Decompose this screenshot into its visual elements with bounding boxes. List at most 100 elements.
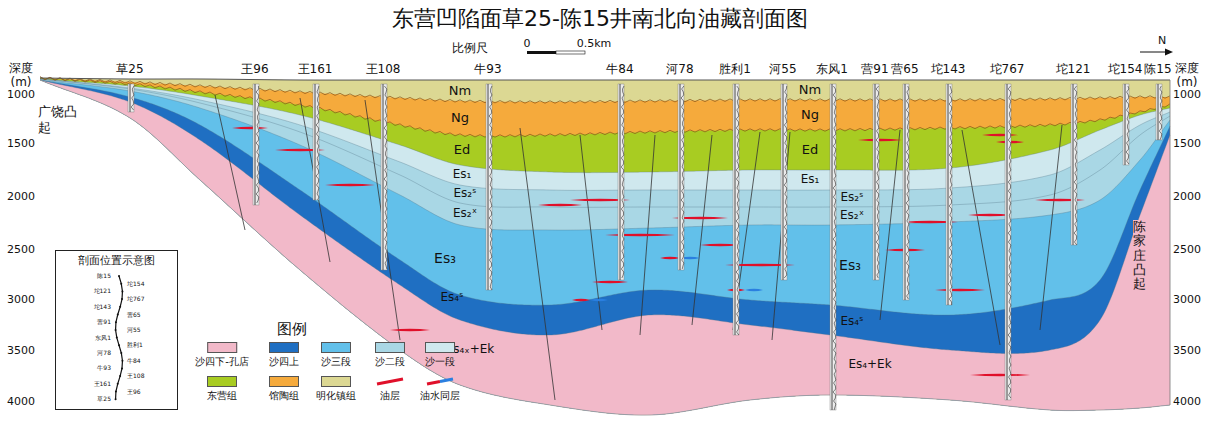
- layer-label: Es₂ˣ: [453, 207, 477, 221]
- scale-bar-empty: [556, 51, 585, 54]
- basement-outline: [40, 80, 1170, 415]
- well-column: [733, 84, 739, 335]
- fault-line: [520, 128, 555, 400]
- inset-well-name: 东风1: [95, 334, 111, 341]
- depth-label: 4000: [1173, 396, 1201, 409]
- inset-well-dot: [117, 314, 119, 316]
- legend-item: 油水同层: [420, 376, 460, 402]
- depth-label: 3500: [1173, 345, 1201, 358]
- scale-label: 比例尺: [452, 42, 488, 56]
- well-bore: [735, 84, 736, 335]
- inset-well-dot: [117, 383, 119, 385]
- well-bore: [1073, 84, 1074, 245]
- inset-well-name: 坨121: [94, 288, 111, 295]
- well-column: [781, 84, 787, 280]
- strata: [40, 77, 1170, 415]
- legend-swatch: [269, 342, 299, 353]
- legend-item: 油层: [375, 376, 405, 402]
- oil-layer: [858, 139, 902, 142]
- legend-text: 油层: [380, 390, 400, 402]
- unconformity-line: [40, 77, 1170, 103]
- oil-layer: [1035, 199, 1085, 202]
- ground-surface: [40, 78, 1170, 80]
- oil-layer: [592, 281, 628, 284]
- water-sample: [440, 379, 453, 382]
- inset-route: [116, 276, 123, 399]
- stratum-fill: [40, 79, 1170, 415]
- uplift-label: 广饶凸起: [38, 104, 80, 135]
- layer-label: Es₂ˣ: [840, 209, 864, 223]
- inset-well-name: 营65: [127, 311, 141, 318]
- well-bore: [832, 84, 833, 410]
- legend-item: 明化镇组: [316, 376, 356, 402]
- wells: [128, 84, 1162, 410]
- well-bore: [1158, 84, 1159, 140]
- north-arrow: [1140, 52, 1166, 53]
- well-log: [384, 86, 387, 269]
- layer-label: Ng: [451, 111, 469, 126]
- well-log: [736, 86, 739, 335]
- legend-text: 沙一段: [425, 356, 455, 368]
- layer-label: Nm: [449, 84, 471, 99]
- scale-label: 0: [524, 38, 531, 51]
- oil-layer: [538, 204, 582, 207]
- well-log: [131, 86, 134, 110]
- layer-label: Ed: [454, 143, 470, 158]
- depth-label: 1000: [7, 89, 35, 102]
- stratum-fill: [40, 80, 1170, 415]
- legend-line-sample: [375, 376, 405, 387]
- inset-well-dot: [120, 283, 122, 285]
- legend-text: 馆陶组: [269, 390, 299, 402]
- legend-item: 沙三段: [321, 342, 351, 368]
- layer-label: Es₄ˢ: [840, 315, 863, 329]
- well-name: 坨767: [990, 63, 1025, 77]
- well-column: [1123, 84, 1129, 165]
- layer-label: Es₂ˢ: [840, 191, 863, 205]
- legend-swatch: [425, 342, 455, 353]
- inset-well-name: 王161: [94, 380, 111, 387]
- layer-label: Es₃: [434, 250, 456, 266]
- inset-map-box: 剖面位置示意图: [55, 250, 178, 410]
- well-name: 坨121: [1056, 63, 1091, 77]
- stratum-fill: [40, 78, 1170, 415]
- layer-label: Es₁: [453, 168, 472, 182]
- legend-text: 沙三段: [321, 356, 351, 368]
- depth-label: 1500: [7, 138, 35, 151]
- stratum-fill: [40, 80, 1170, 415]
- oil-water-layer: [745, 289, 763, 292]
- legend-text: 沙二段: [375, 356, 405, 368]
- faults: [215, 95, 1062, 400]
- inset-well-name: 牛93: [97, 365, 111, 372]
- well-bore: [130, 84, 131, 112]
- axis-title: 深度: [1175, 62, 1199, 76]
- inset-well-dot: [121, 290, 123, 292]
- well-column: [873, 84, 879, 280]
- inset-well-dot: [116, 337, 118, 339]
- well-log: [621, 86, 624, 278]
- oil-water-layer: [660, 257, 680, 260]
- oil-layers: [232, 127, 1085, 377]
- fault-line: [1040, 125, 1062, 330]
- oil-water-layer: [590, 299, 608, 302]
- depth-label: 3500: [7, 345, 35, 358]
- legend-item: 东营组: [207, 376, 237, 402]
- diagram-title: 东营凹陷面草25-陈15井南北向油藏剖面图: [392, 6, 808, 31]
- well-log: [1074, 86, 1077, 245]
- inset-well-name: 陈15: [97, 273, 111, 280]
- well-name: 河55: [769, 63, 796, 77]
- layer-label: Ed: [802, 143, 818, 158]
- depth-label: 2500: [1173, 244, 1201, 257]
- oil-layer: [982, 134, 1018, 137]
- legend-text: 油水同层: [420, 390, 460, 402]
- oil-layer: [325, 184, 375, 187]
- well-log: [256, 86, 259, 203]
- scale-bar: [527, 51, 585, 54]
- legend-text: 明化镇组: [316, 390, 356, 402]
- legend-swatch: [321, 376, 351, 387]
- oil-layer: [970, 374, 1030, 377]
- inset-well-dot: [119, 375, 121, 377]
- inset-well-name: 河55: [127, 326, 141, 333]
- layer-label: Ng: [801, 108, 819, 123]
- well-bore: [948, 84, 949, 305]
- oil-water-layer: [572, 299, 590, 302]
